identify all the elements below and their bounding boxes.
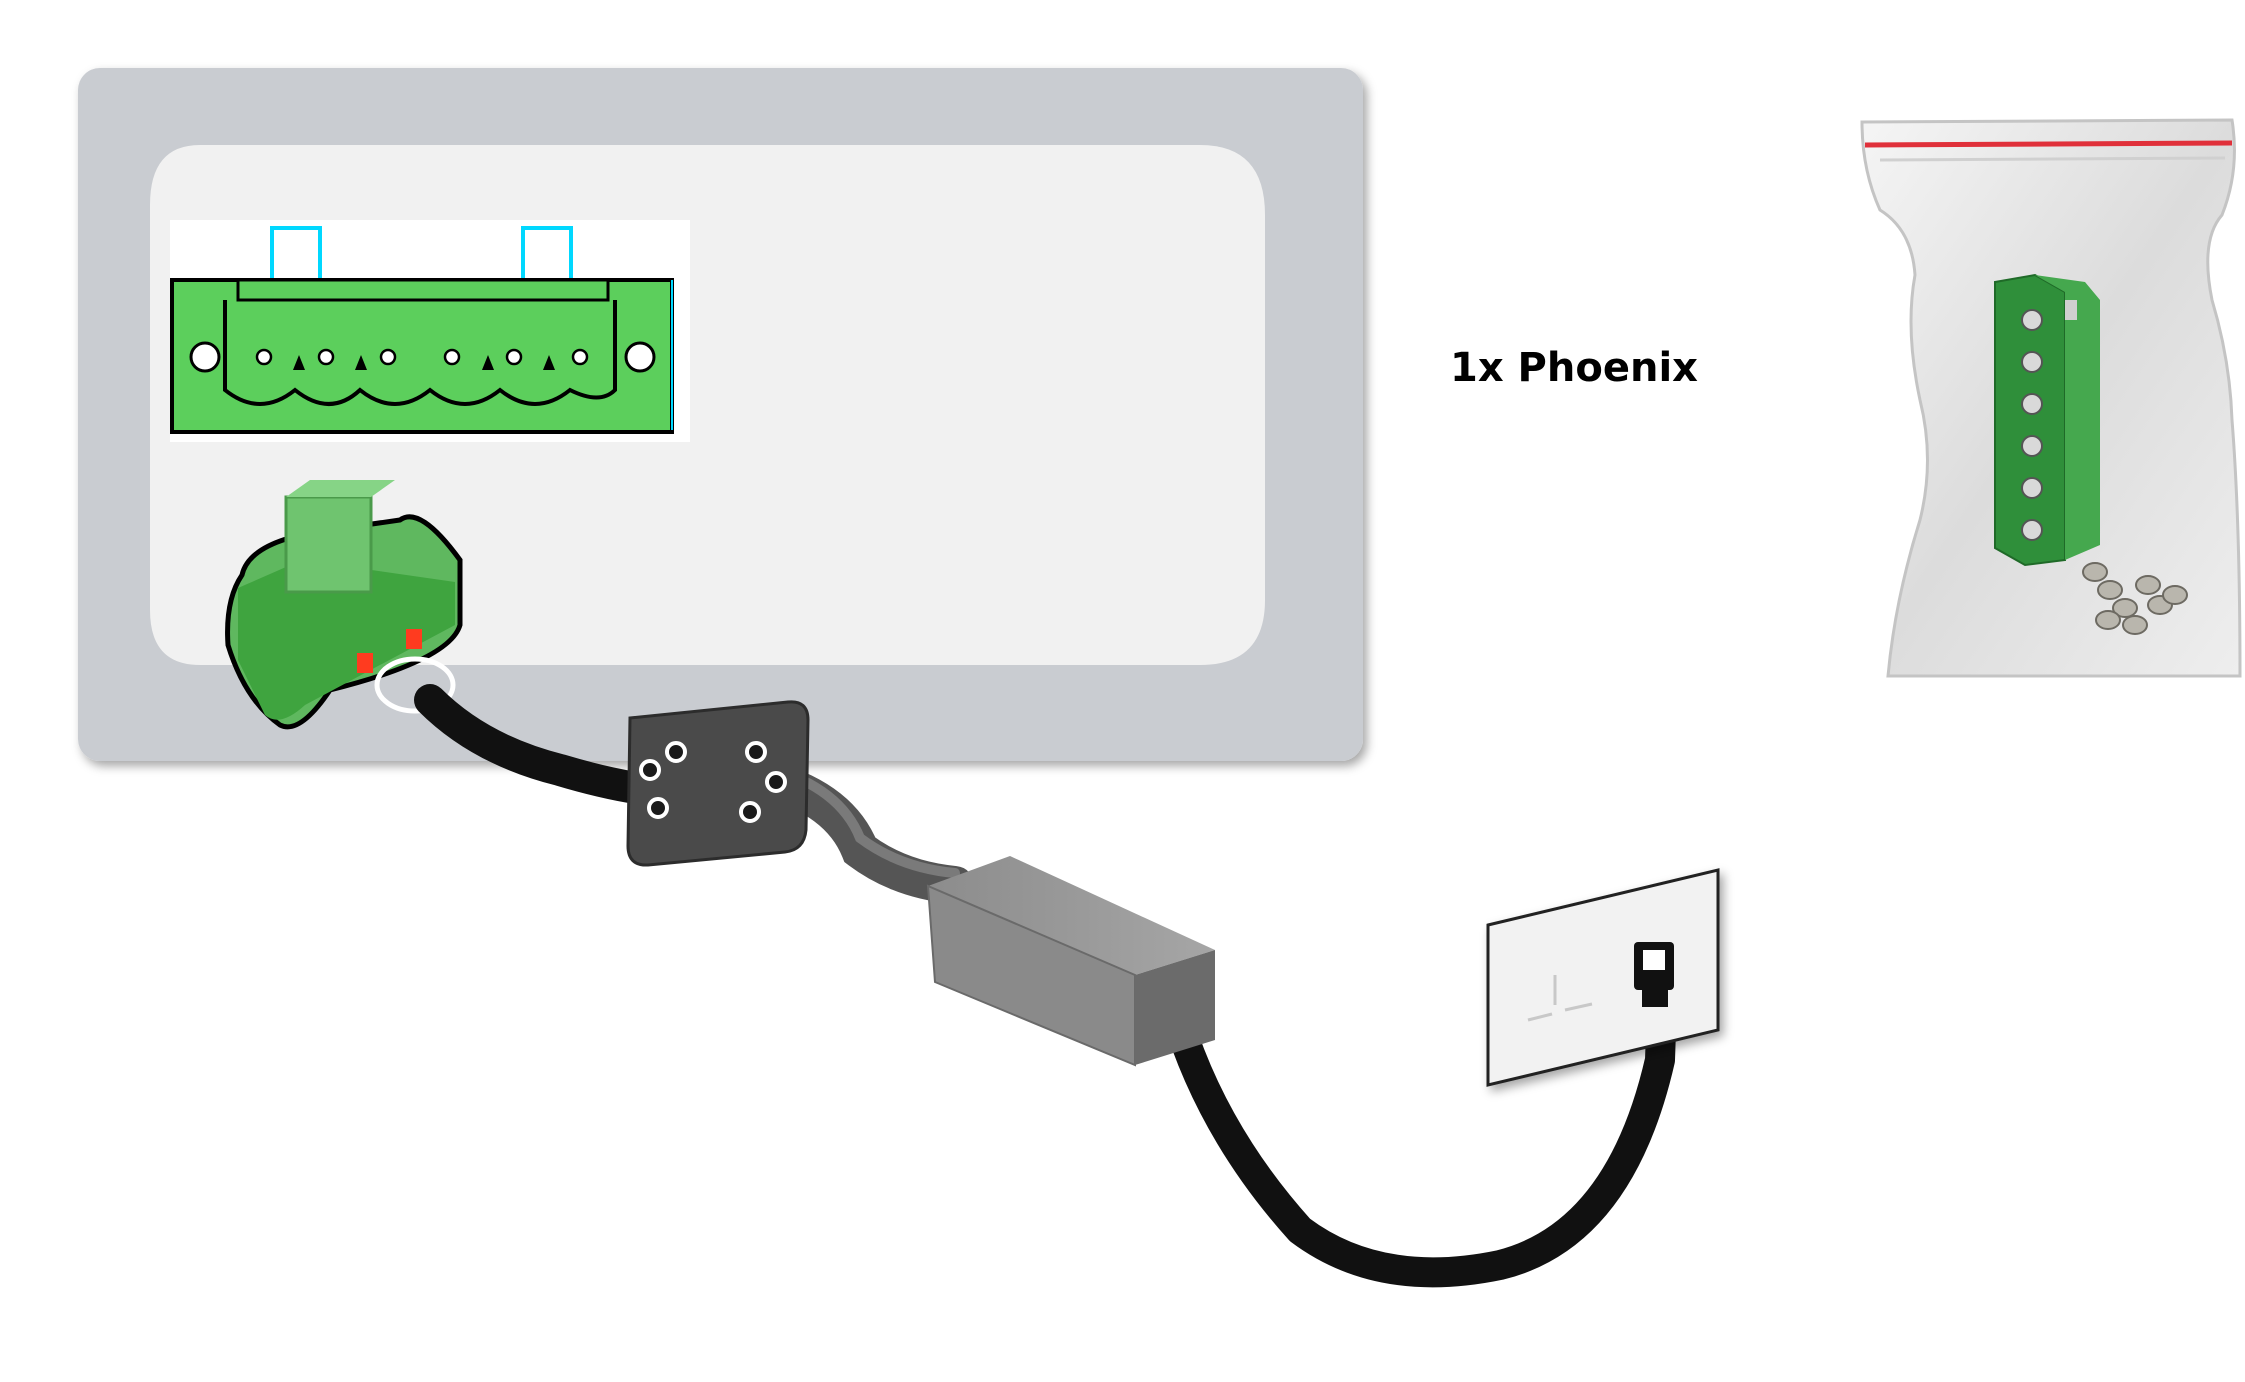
- figure-label: 1x Phoenix: [1450, 345, 1698, 391]
- terminal-connector: [1994, 273, 2100, 567]
- wall-outlet-icon: [1486, 868, 1720, 1087]
- plug-icon: [225, 480, 463, 730]
- terminal-block-icon: [170, 220, 690, 442]
- ferrite-core-icon: [626, 700, 810, 867]
- screws: [2082, 562, 2188, 635]
- power-adapter-icon: [926, 856, 1215, 1067]
- cable: [414, 684, 1677, 1288]
- parts-bag-icon: [1860, 118, 2242, 678]
